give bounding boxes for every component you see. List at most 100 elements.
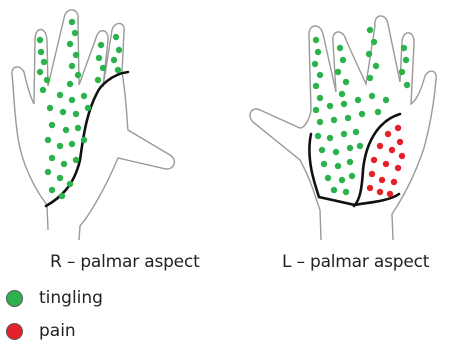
tingling-dot: [312, 61, 318, 67]
tingling-dot: [317, 95, 323, 101]
tingling-dot: [59, 193, 65, 199]
tingling-dot: [367, 75, 373, 81]
tingling-dot: [337, 45, 343, 51]
tingling-dot: [353, 129, 359, 135]
left-hand: [250, 16, 436, 240]
tingling-dot: [313, 107, 319, 113]
tingling-dot: [37, 69, 43, 75]
tingling-dot: [69, 141, 75, 147]
tingling-dot: [75, 72, 81, 78]
tingling-dot: [115, 67, 121, 73]
tingling-dot: [73, 52, 79, 58]
left-hand-outline: [250, 16, 436, 240]
right-hand-outline: [12, 10, 174, 240]
tingling-dot: [63, 127, 69, 133]
pain-dot: [391, 179, 397, 185]
tingling-dot: [45, 137, 51, 143]
legend-label-pain: pain: [39, 321, 76, 341]
tingling-dot: [331, 117, 337, 123]
tingling-dot: [327, 135, 333, 141]
tingling-dot: [315, 133, 321, 139]
tingling-dot: [340, 57, 346, 63]
tingling-dot: [399, 69, 405, 75]
tingling-dot: [315, 49, 321, 55]
tingling-dot: [317, 72, 323, 78]
tingling-dot: [369, 93, 375, 99]
legend-item-tingling: tingling: [6, 286, 103, 310]
pain-dot: [371, 157, 377, 163]
tingling-dot: [335, 163, 341, 169]
pain-dot: [369, 171, 375, 177]
tingling-dot: [67, 181, 73, 187]
tingling-dot: [403, 57, 409, 63]
pain-dot: [367, 185, 373, 191]
tingling-dot: [81, 137, 87, 143]
tingling-dot: [44, 77, 50, 83]
tingling-dot: [72, 30, 78, 36]
tingling-dot: [349, 173, 355, 179]
tingling-dot: [345, 115, 351, 121]
left-hand-boundary-outer: [309, 134, 399, 205]
tingling-dot: [37, 37, 43, 43]
right-hand-caption: R – palmar aspect: [50, 252, 200, 272]
tingling-dot: [343, 79, 349, 85]
tingling-dot: [57, 175, 63, 181]
tingling-dot: [333, 149, 339, 155]
tingling-dot: [57, 92, 63, 98]
tingling-dot: [319, 147, 325, 153]
tingling-dot: [347, 159, 353, 165]
tingling-dot: [98, 42, 104, 48]
tingling-dot: [366, 51, 372, 57]
tingling-dot: [73, 157, 79, 163]
pain-dot: [395, 165, 401, 171]
pain-dot: [383, 161, 389, 167]
tingling-dot: [317, 119, 323, 125]
tingling-dot: [69, 63, 75, 69]
tingling-dot: [73, 111, 79, 117]
tingling-dot: [67, 41, 73, 47]
tingling-dot: [401, 45, 407, 51]
tingling-dot: [38, 49, 44, 55]
pain-dot: [379, 177, 385, 183]
tingling-dot: [321, 161, 327, 167]
tingling-dot: [60, 109, 66, 115]
legend-item-pain: pain: [6, 319, 76, 343]
pain-swatch-icon: [6, 323, 23, 340]
tingling-dot: [343, 189, 349, 195]
tingling-dot: [47, 105, 53, 111]
tingling-dot: [116, 47, 122, 53]
tingling-dot: [95, 77, 101, 83]
tingling-dot: [373, 63, 379, 69]
tingling-dot: [96, 55, 102, 61]
tingling-swatch-icon: [6, 290, 23, 307]
pain-dot: [387, 191, 393, 197]
tingling-dot: [331, 187, 337, 193]
left-hand-caption: L – palmar aspect: [282, 252, 429, 272]
tingling-dot: [100, 65, 106, 71]
tingling-dot: [313, 83, 319, 89]
tingling-dot: [375, 109, 381, 115]
tingling-dot: [341, 101, 347, 107]
legend-label-tingling: tingling: [39, 288, 103, 308]
pain-dot: [389, 147, 395, 153]
tingling-dot: [383, 97, 389, 103]
tingling-dot: [335, 69, 341, 75]
tingling-dot: [325, 175, 331, 181]
tingling-dot: [57, 143, 63, 149]
right-hand: [12, 10, 174, 240]
tingling-dot: [49, 187, 55, 193]
pain-dot: [397, 139, 403, 145]
tingling-dot: [49, 155, 55, 161]
tingling-dot: [40, 87, 46, 93]
tingling-dot: [111, 57, 117, 63]
tingling-dot: [371, 39, 377, 45]
pain-dot: [385, 131, 391, 137]
region-boundaries: [46, 72, 400, 206]
tingling-dot: [75, 125, 81, 131]
tingling-dot: [67, 81, 73, 87]
tingling-dot: [41, 59, 47, 65]
tingling-dot: [355, 97, 361, 103]
pain-dot: [399, 153, 405, 159]
tingling-dot: [45, 169, 51, 175]
tingling-dot: [69, 19, 75, 25]
